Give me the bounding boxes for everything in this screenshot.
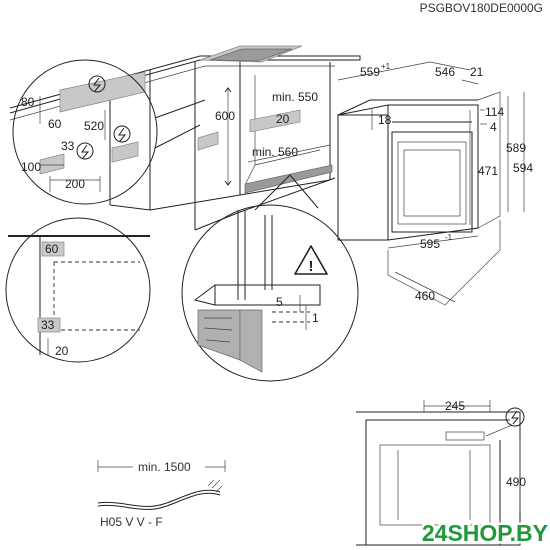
detail-circle-electrical: [12, 59, 158, 205]
corner-dim-33: 33: [41, 318, 55, 332]
cable-type: H05 V V - F: [100, 515, 163, 529]
dim-100: 100: [21, 160, 41, 174]
dim-200: 200: [65, 177, 85, 191]
dim-600: 600: [215, 109, 235, 123]
dim-559-tol: +1: [381, 62, 391, 71]
brand-logo-text: 24SHOP.BY: [422, 520, 548, 546]
dim-460: 460: [415, 289, 435, 303]
electric-connection-icon: [505, 407, 525, 427]
mounting-detail: 5 1 !: [181, 174, 359, 382]
oven-perspective: [337, 91, 501, 241]
oven-dimensions: 559 +1 546 21 18 114 4 471 589 594 595 -…: [337, 61, 533, 306]
cable-detail: min. 1500 H05 V V - F: [97, 458, 226, 529]
brand-logo: 24SHOP.BY 24SHOP.BY: [419, 518, 550, 549]
dim-80: 80: [21, 95, 35, 109]
cabinet-perspective: [9, 45, 361, 231]
dim-546: 546: [435, 65, 455, 79]
product-code: PSGBOV180DE0000G: [420, 1, 543, 15]
dim-min550: min. 550: [272, 90, 318, 104]
dim-520: 520: [84, 119, 104, 133]
dim-21: 21: [470, 65, 484, 79]
electric-connection-icon: [113, 125, 131, 143]
mount-dim-5: 5: [276, 295, 283, 309]
dim-18: 18: [378, 113, 392, 127]
corner-dim-20: 20: [55, 344, 69, 358]
dim-595-tol: -1: [445, 233, 453, 242]
corner-dim-60: 60: [45, 242, 59, 256]
dim-min560: min. 560: [252, 145, 298, 159]
dim-559: 559: [360, 65, 380, 79]
cabinet-dimensions: 80 60 520 33 100 200 600 min. 550 20 min…: [21, 87, 331, 192]
dim-471: 471: [478, 164, 498, 178]
dim-589: 589: [506, 141, 526, 155]
dim-20-top: 20: [276, 112, 290, 126]
dim-594: 594: [513, 161, 533, 175]
corner-detail: 60 33 20: [5, 217, 151, 363]
dim-4: 4: [490, 120, 497, 134]
brand-logo-outline: 24SHOP.BY: [422, 520, 548, 546]
electric-connection-icon: [76, 142, 94, 160]
warning-symbol: !: [309, 258, 314, 275]
cable-length: min. 1500: [138, 460, 191, 474]
dim-114: 114: [485, 105, 504, 119]
rear-view: 245 490: [356, 399, 526, 546]
mount-dim-1: 1: [312, 311, 319, 325]
warning-triangle-icon: !: [294, 245, 328, 275]
electric-connection-icon: [88, 75, 106, 93]
dim-595: 595: [420, 237, 440, 251]
dim-60-top: 60: [48, 117, 62, 131]
rear-dim-490: 490: [506, 475, 526, 489]
dim-33: 33: [61, 139, 75, 153]
rear-dim-245: 245: [445, 399, 465, 413]
